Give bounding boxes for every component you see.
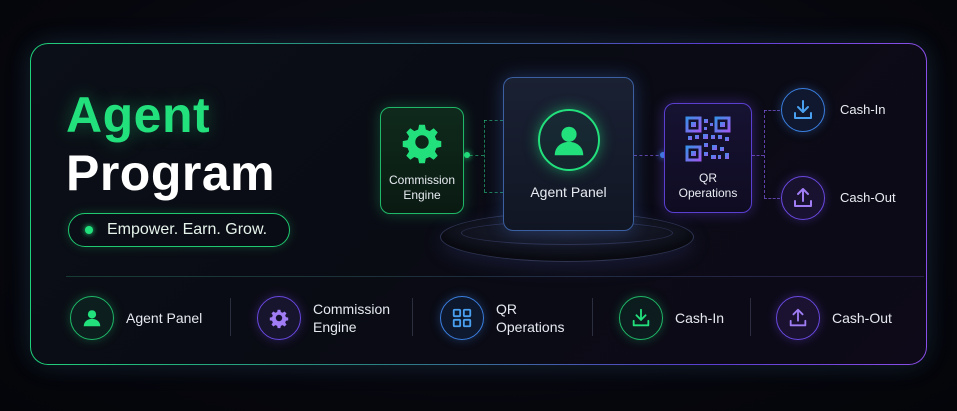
connector-commission-top [484, 120, 503, 121]
connector-qr-cashout [764, 198, 780, 199]
connector-dot-qr [660, 152, 666, 158]
tagline-pill: Empower. Earn. Grow. [68, 213, 290, 247]
cash-in-side-label: Cash-In [840, 102, 886, 117]
connector-commission-bottom [484, 192, 503, 193]
tagline-text: Empower. Earn. Grow. [107, 221, 268, 238]
qr-code-icon [685, 116, 731, 162]
download-icon [619, 296, 663, 340]
feature-separator [592, 298, 593, 336]
cash-in-node[interactable] [781, 88, 825, 132]
user-icon [70, 296, 114, 340]
feature-label: Cash-In [675, 310, 725, 326]
cash-out-node[interactable] [781, 176, 825, 220]
qr-operations-box[interactable]: QR Operations [664, 103, 752, 213]
commission-engine-label: Commission Engine [388, 172, 455, 202]
connector-qr-vertical [764, 110, 765, 198]
gear-icon [257, 296, 301, 340]
feature-label: Agent Panel [126, 310, 203, 326]
commission-engine-box[interactable]: Commission Engine [380, 107, 464, 214]
feature-qr-operations[interactable]: QR Operations [440, 294, 576, 342]
feature-cash-in[interactable]: Cash-In [619, 294, 724, 342]
connector-qr-out [752, 155, 764, 156]
connector-dot [464, 152, 470, 158]
feature-label: Cash-Out [832, 310, 892, 326]
connector-commission-vertical [484, 120, 485, 192]
upload-icon [776, 296, 820, 340]
gear-icon [402, 124, 442, 163]
title-agent: Agent [66, 87, 211, 143]
connector-commission-agent [464, 155, 484, 156]
cash-out-side-label: Cash-Out [840, 190, 896, 205]
connector-agent-qr [634, 155, 664, 156]
feature-separator [230, 298, 231, 336]
agent-panel-label: Agent Panel [530, 183, 607, 200]
feature-commission-engine[interactable]: Commission Engine [257, 294, 403, 342]
upload-icon [794, 188, 812, 207]
feature-cash-out[interactable]: Cash-Out [776, 294, 892, 342]
agent-panel-box[interactable]: Agent Panel [503, 77, 634, 231]
tagline-dot-icon [85, 226, 93, 234]
feature-agent-panel[interactable]: Agent Panel [70, 294, 202, 342]
feature-label: Commission Engine [313, 301, 391, 335]
connector-qr-cashin [764, 110, 780, 111]
user-icon [537, 108, 600, 171]
download-icon [794, 100, 812, 119]
qr-grid-icon [440, 296, 484, 340]
title-program: Program [66, 145, 276, 201]
feature-label: QR Operations [496, 301, 565, 335]
qr-operations-label: QR Operations [678, 171, 738, 200]
feature-separator [412, 298, 413, 336]
feature-separator [750, 298, 751, 336]
section-divider [66, 276, 924, 277]
